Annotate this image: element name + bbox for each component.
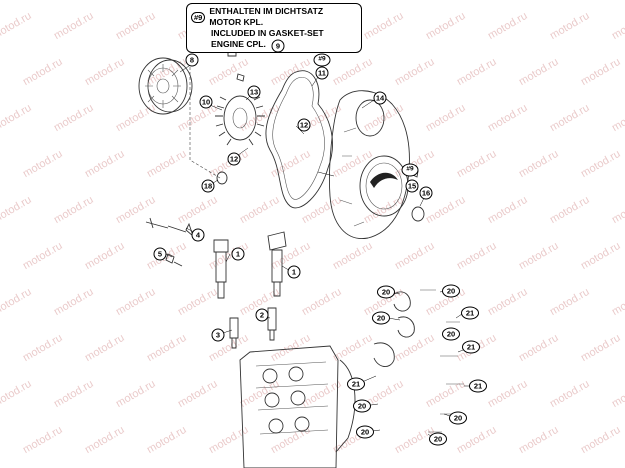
callout-21[interactable]: 21 <box>347 377 365 391</box>
callout-2[interactable]: 2 <box>255 308 269 322</box>
callout-12[interactable]: 12 <box>227 152 241 166</box>
callout-8[interactable]: 8 <box>185 53 199 67</box>
callout-21[interactable]: 21 <box>469 379 487 393</box>
cylinder-head <box>239 345 356 468</box>
stator-coil <box>215 95 265 146</box>
flywheel-rotor <box>138 57 193 115</box>
callout-5[interactable]: 5 <box>153 247 167 261</box>
callout-15[interactable]: 15 <box>405 179 419 193</box>
callout-20[interactable]: 20 <box>429 432 447 446</box>
hose-clamps <box>373 289 464 433</box>
callout-20[interactable]: 20 <box>442 327 460 341</box>
callout-9[interactable]: 9 <box>271 39 285 53</box>
callout-13[interactable]: 13 <box>247 85 261 99</box>
note-line-english: INCLUDED IN GASKET-SET ENGINE CPL. <box>211 28 324 49</box>
callout-16[interactable]: 16 <box>419 186 433 200</box>
callout-14[interactable]: 14 <box>373 91 387 105</box>
callout-21[interactable]: 21 <box>461 306 479 320</box>
callout-21[interactable]: 21 <box>462 340 480 354</box>
note-ref-badge: #9 <box>191 11 206 23</box>
note-line-german: ENTHALTEN IM DICHTSATZ MOTOR KPL. <box>209 6 324 27</box>
callout-4[interactable]: 4 <box>191 228 205 242</box>
callout-1[interactable]: 1 <box>231 247 245 261</box>
callout-hash-9[interactable]: #9 <box>401 163 419 177</box>
callout-20[interactable]: 20 <box>442 284 460 298</box>
small-screws <box>145 47 245 267</box>
callout-12[interactable]: 12 <box>297 118 311 132</box>
ignition-coils <box>213 231 287 349</box>
callout-11[interactable]: 11 <box>315 66 329 80</box>
callout-20[interactable]: 20 <box>377 285 395 299</box>
callout-3[interactable]: 3 <box>211 328 225 342</box>
callout-20[interactable]: 20 <box>449 411 467 425</box>
callout-20[interactable]: 20 <box>353 399 371 413</box>
callout-20[interactable]: 20 <box>356 425 374 439</box>
callout-10[interactable]: 10 <box>199 95 213 109</box>
callout-18[interactable]: 18 <box>201 179 215 193</box>
callout-20[interactable]: 20 <box>372 311 390 325</box>
callout-1[interactable]: 1 <box>287 265 301 279</box>
callout-hash-9[interactable]: #9 <box>313 53 331 67</box>
